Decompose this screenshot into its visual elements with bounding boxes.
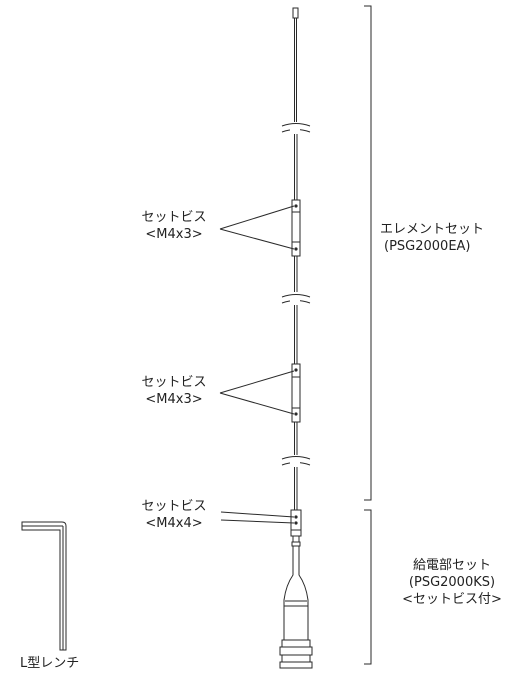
screw-dot-3b [294,521,298,525]
element-set-label: エレメントセット (PSG2000EA) [380,222,485,254]
set-screw-label-2: セットビス <M4x3> [141,375,207,407]
break-mark-2 [281,294,311,304]
break-mark-1 [281,123,311,133]
wrench-label: L型レンチ [20,656,80,671]
feed-set-label: 給電部セット (PSG2000KS) <セットビス付> [402,558,502,607]
set-screw-label-3: セットビス <M4x4> [141,499,207,531]
leader-3a [220,511,295,518]
leader-1b [219,228,295,250]
l-wrench [21,521,67,651]
screw-dot-3a [294,515,298,519]
leader-1a [219,205,295,230]
feed-set-bracket [364,509,372,665]
break-mark-3 [281,456,311,466]
screw-dot-1b [294,247,298,251]
feed-section [279,509,313,669]
joint-1 [291,199,301,257]
joint-2 [291,363,301,423]
antenna-top-tip [292,7,299,19]
leader-2a [219,370,295,394]
element-set-bracket [364,5,372,501]
leader-3b [220,519,295,524]
leader-2b [219,392,295,415]
screw-dot-2a [294,368,298,372]
set-screw-label-1: セットビス <M4x3> [141,210,207,242]
screw-dot-2b [294,412,298,416]
screw-dot-1a [294,204,298,208]
